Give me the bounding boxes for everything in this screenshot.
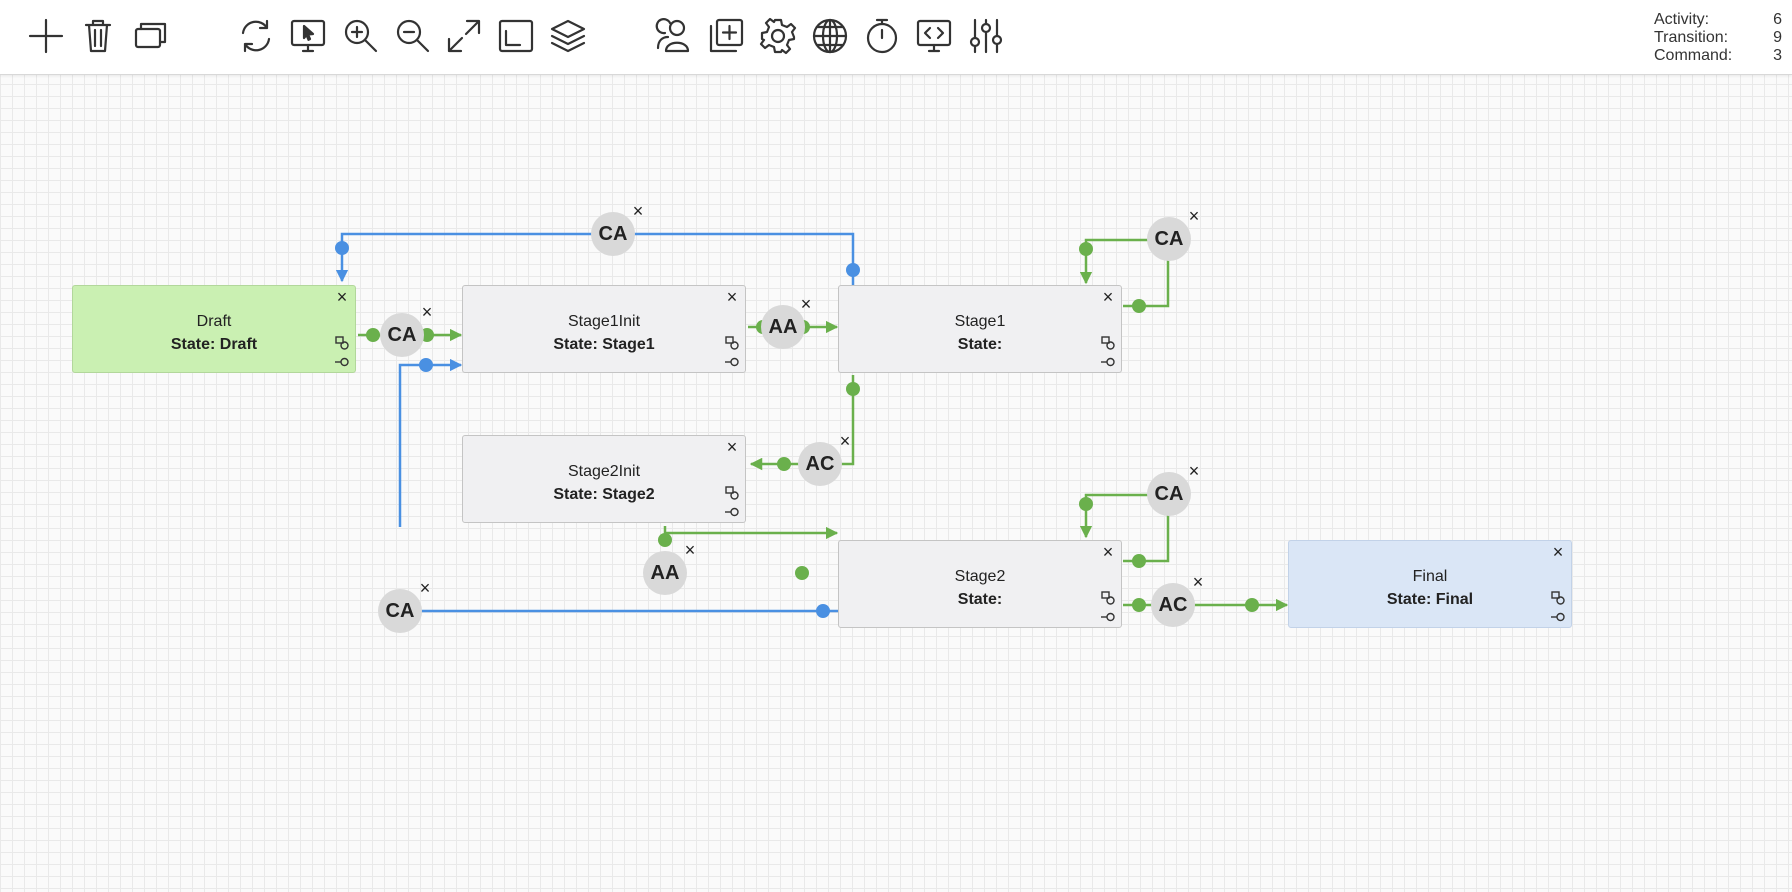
close-icon[interactable]: × [1552, 542, 1564, 562]
zoom-out-icon[interactable] [390, 14, 434, 58]
transition-count: 9 [1773, 29, 1782, 46]
close-icon[interactable]: × [800, 294, 812, 314]
close-icon[interactable]: × [1188, 206, 1200, 226]
link-icon[interactable] [725, 505, 739, 519]
refresh-icon[interactable] [234, 14, 278, 58]
node-title: Stage2Init [567, 463, 641, 480]
connector-dot [335, 241, 349, 255]
transition-top-ca[interactable]: CA [591, 212, 635, 256]
transition-bottom-ca[interactable]: CA [378, 589, 422, 633]
node-state: State: Stage2 [553, 486, 655, 503]
link-icon[interactable] [335, 355, 349, 369]
connector-dot [1132, 554, 1146, 568]
close-icon[interactable]: × [726, 437, 738, 457]
connector-dot [1245, 598, 1259, 612]
close-icon[interactable]: × [632, 201, 644, 221]
add-icon[interactable] [24, 14, 68, 58]
transition-stage2-ac[interactable]: AC [1151, 583, 1195, 627]
settings-icon[interactable] [756, 14, 800, 58]
connector-dot [1132, 299, 1146, 313]
shapes-icon[interactable] [1101, 336, 1115, 350]
node-title: Stage2 [954, 568, 1006, 585]
transition-stage2-loop-ca[interactable]: CA [1147, 472, 1191, 516]
connector-dot [1132, 598, 1146, 612]
node-title: Stage1Init [567, 313, 641, 330]
close-icon[interactable]: × [336, 287, 348, 307]
globe-icon[interactable] [808, 14, 852, 58]
toolbar: Activity: 6 Transition: 9 Command: 3 [0, 0, 1792, 75]
timer-icon[interactable] [860, 14, 904, 58]
close-icon[interactable]: × [1102, 287, 1114, 307]
shapes-icon[interactable] [335, 336, 349, 350]
activity-stage1[interactable]: Stage1 State: × [838, 285, 1122, 373]
connector-dot [846, 382, 860, 396]
link-bottom-ca-to-stage1init [398, 358, 463, 527]
node-title: Stage1 [954, 313, 1006, 330]
node-state: State: Draft [170, 336, 258, 353]
add-item-icon[interactable] [704, 14, 748, 58]
node-state: State: [957, 591, 1003, 608]
connector-dot [1079, 497, 1093, 511]
connector-dot [1079, 242, 1093, 256]
activity-draft[interactable]: Draft State: Draft × [72, 285, 356, 373]
close-icon[interactable]: × [1188, 461, 1200, 481]
close-icon[interactable]: × [419, 578, 431, 598]
connector-dot [777, 457, 791, 471]
node-title: Final [1412, 568, 1448, 585]
transition-stage1init-aa[interactable]: AA [761, 305, 805, 349]
link-icon[interactable] [1101, 355, 1115, 369]
delete-icon[interactable] [76, 14, 120, 58]
link-icon[interactable] [1101, 610, 1115, 624]
transition-stage1-loop-ca[interactable]: CA [1147, 217, 1191, 261]
link-icon[interactable] [1551, 610, 1565, 624]
connector-dot [419, 358, 433, 372]
fit-window-icon[interactable] [494, 14, 538, 58]
activity-final[interactable]: Final State: Final × [1288, 540, 1572, 628]
shapes-icon[interactable] [725, 486, 739, 500]
connector-dot [658, 533, 672, 547]
transition-label: Transition: [1654, 29, 1729, 46]
actors-icon[interactable] [652, 14, 696, 58]
activity-stage2[interactable]: Stage2 State: × [838, 540, 1122, 628]
close-icon[interactable]: × [1102, 542, 1114, 562]
connector-dot [846, 263, 860, 277]
sliders-icon[interactable] [964, 14, 1008, 58]
shapes-icon[interactable] [1551, 591, 1565, 605]
transition-stage2init-aa[interactable]: AA [643, 551, 687, 595]
activity-count: 6 [1773, 11, 1782, 28]
link-stage2init-to-stage2 [663, 526, 839, 540]
command-label: Command: [1654, 47, 1733, 64]
transition-stage1-ac[interactable]: AC [798, 442, 842, 486]
connection-lines [335, 232, 1289, 618]
copy-icon[interactable] [128, 14, 172, 58]
node-state: State: Final [1386, 591, 1474, 608]
layers-icon[interactable] [546, 14, 590, 58]
activity-label: Activity: [1654, 11, 1710, 28]
activity-stage1init[interactable]: Stage1Init State: Stage1 × [462, 285, 746, 373]
select-icon[interactable] [286, 14, 330, 58]
close-icon[interactable]: × [421, 302, 433, 322]
close-icon[interactable]: × [684, 540, 696, 560]
node-state: State: [957, 336, 1003, 353]
shapes-icon[interactable] [725, 336, 739, 350]
connector-dot [816, 604, 830, 618]
shapes-icon[interactable] [1101, 591, 1115, 605]
node-state: State: Stage1 [553, 336, 655, 353]
close-icon[interactable]: × [726, 287, 738, 307]
code-icon[interactable] [912, 14, 956, 58]
diagram-canvas[interactable]: Draft State: Draft × Stage1Init State: S… [0, 75, 1792, 892]
connector-dot [795, 566, 809, 580]
command-count: 3 [1773, 47, 1782, 64]
close-icon[interactable]: × [839, 431, 851, 451]
zoom-in-icon[interactable] [338, 14, 382, 58]
node-title: Draft [196, 313, 232, 330]
close-icon[interactable]: × [1192, 572, 1204, 592]
diagram-stats: Activity: 6 Transition: 9 Command: 3 [1654, 11, 1782, 65]
activity-stage2init[interactable]: Stage2Init State: Stage2 × [462, 435, 746, 523]
transition-draft-ca[interactable]: CA [380, 313, 424, 357]
link-icon[interactable] [725, 355, 739, 369]
connector-dot [366, 328, 380, 342]
fullscreen-icon[interactable] [442, 14, 486, 58]
